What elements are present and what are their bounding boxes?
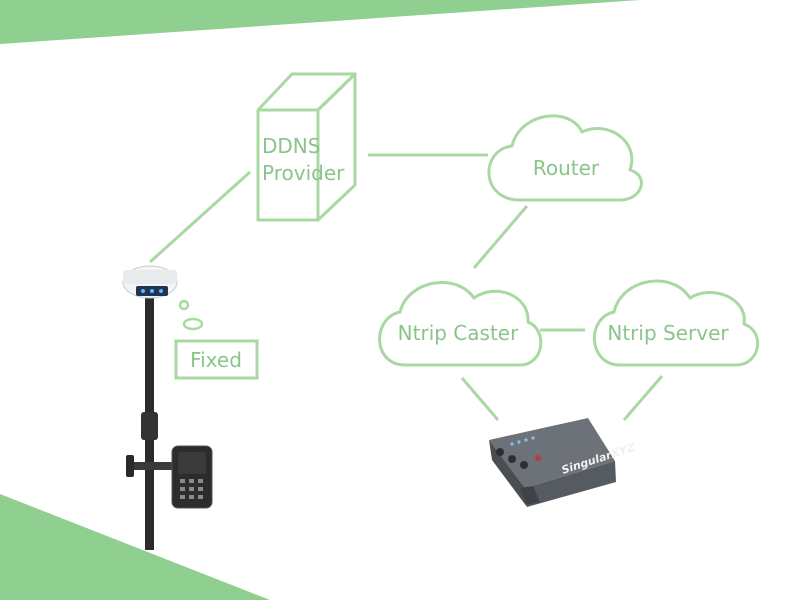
bottom-band-shape [0, 494, 270, 600]
link-router-caster [472, 205, 529, 269]
ddns-label-line1: DDNS [262, 134, 320, 158]
ddns-server-icon [256, 72, 357, 222]
link-caster-base [460, 377, 500, 421]
status-box [174, 339, 259, 380]
link-server-base [622, 375, 664, 421]
ntrip-caster-cloud: Ntrip Caster [378, 281, 543, 367]
cloud-icon [592, 279, 760, 367]
ntrip-server-label: Ntrip Server [607, 321, 729, 345]
ddns-label-line2: Provider [262, 161, 345, 185]
connector-lines [148, 153, 664, 421]
base-station-box-icon: SingularXYZ [489, 418, 637, 507]
cloud-icon [487, 114, 643, 202]
cloud-icon [378, 281, 543, 367]
ntrip-caster-label: Ntrip Caster [398, 321, 519, 345]
router-cloud: Router [487, 114, 643, 202]
router-label: Router [533, 156, 600, 180]
ntrip-server-cloud: Ntrip Server [592, 279, 760, 367]
status-fixed-label: Fixed [190, 348, 242, 372]
thought-bubbles [178, 299, 204, 331]
link-rover-ddns [148, 170, 252, 264]
gnss-rover-pole-icon [122, 265, 213, 550]
top-band-shape [0, 0, 640, 44]
